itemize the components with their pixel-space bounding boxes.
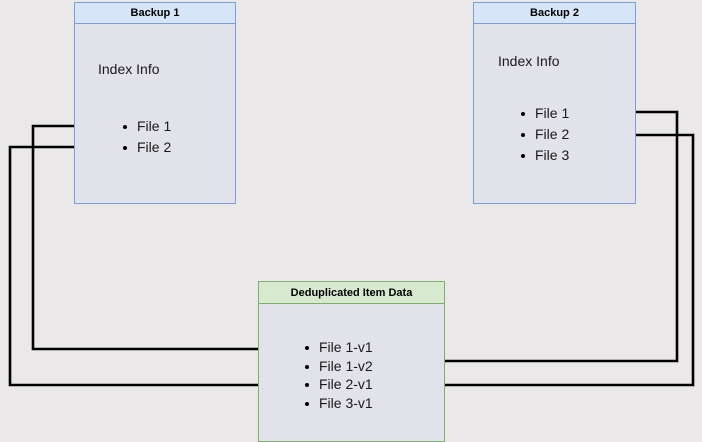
node-dedup-title: Deduplicated Item Data <box>290 286 413 299</box>
list-item[interactable]: File 1-v2 <box>303 357 373 376</box>
node-backup-2-body <box>473 24 636 204</box>
list-item[interactable]: File 3 <box>519 145 569 166</box>
node-backup-2-title: Backup 2 <box>530 7 579 19</box>
connector-backup2-file2-to-dedup-file2v1 <box>398 133 695 395</box>
node-dedup-header: Deduplicated Item Data <box>258 281 445 304</box>
list-item[interactable]: File 2 <box>519 124 569 145</box>
dedup-file-list: File 1-v1 File 1-v2 File 2-v1 File 3-v1 <box>303 338 373 412</box>
node-backup-2[interactable]: Backup 2 Index Info File 1 File 2 File 3 <box>473 2 636 204</box>
node-dedup-body <box>258 304 445 442</box>
backup-2-file-list: File 1 File 2 File 3 <box>519 103 569 166</box>
connector-backup2-file1-to-dedup-file1v2 <box>390 110 679 371</box>
connector-backup1-file2-to-dedup-file2v1 <box>8 145 299 395</box>
list-item[interactable]: File 2 <box>121 137 171 158</box>
list-item[interactable]: File 1-v1 <box>303 338 373 357</box>
list-item[interactable]: File 2-v1 <box>303 375 373 394</box>
node-backup-1-body <box>74 24 236 204</box>
node-backup-1-title: Backup 1 <box>130 7 180 19</box>
list-item[interactable]: File 3-v1 <box>303 394 373 413</box>
node-deduplicated-item-data[interactable]: Deduplicated Item Data File 1-v1 File 1-… <box>258 281 445 442</box>
node-backup-1-header: Backup 1 <box>74 2 236 24</box>
backup-1-file-list: File 1 File 2 <box>121 116 171 158</box>
backup-1-index-info-label: Index Info <box>98 61 160 77</box>
node-backup-1[interactable]: Backup 1 Index Info File 1 File 2 <box>74 2 236 204</box>
backup-2-index-info-label: Index Info <box>498 53 560 69</box>
node-backup-2-header: Backup 2 <box>473 2 636 24</box>
list-item[interactable]: File 1 <box>519 103 569 124</box>
list-item[interactable]: File 1 <box>121 116 171 137</box>
